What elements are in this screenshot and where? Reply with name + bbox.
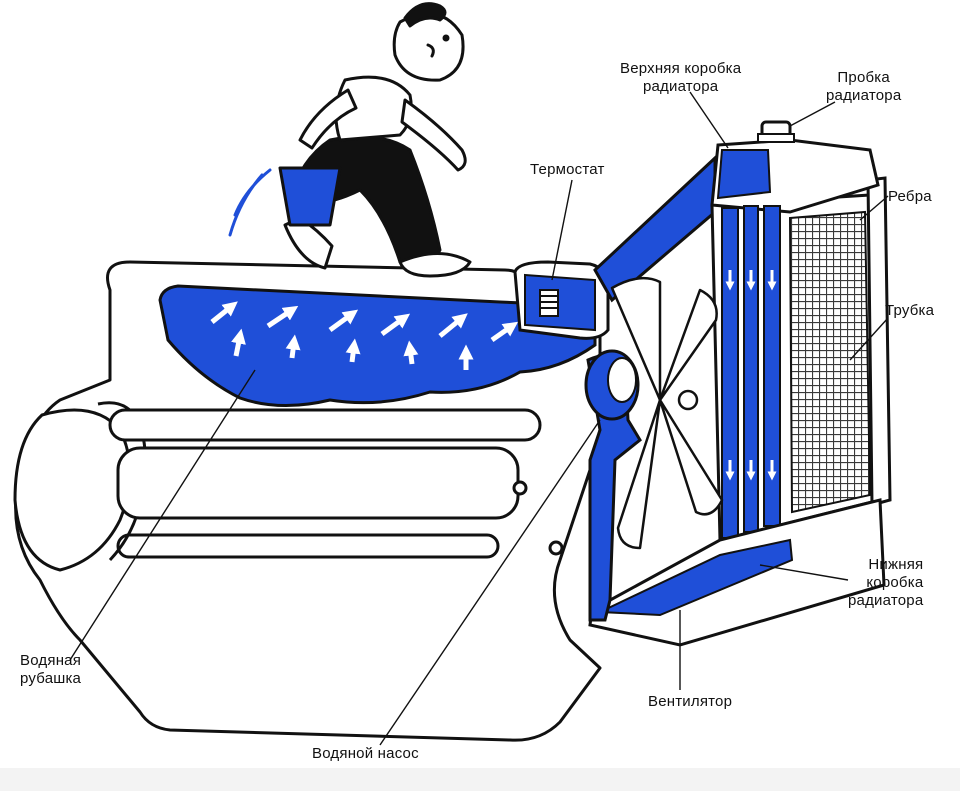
boy-illustration xyxy=(230,4,470,276)
label-fan: Вентилятор xyxy=(648,693,732,711)
label-thermostat: Термостат xyxy=(530,161,605,179)
label-fins: Ребра xyxy=(888,188,932,206)
label-tube: Трубка xyxy=(885,302,934,320)
thermostat xyxy=(515,262,608,338)
label-water-pump: Водяной насос xyxy=(312,745,419,763)
water-pump xyxy=(586,351,638,419)
